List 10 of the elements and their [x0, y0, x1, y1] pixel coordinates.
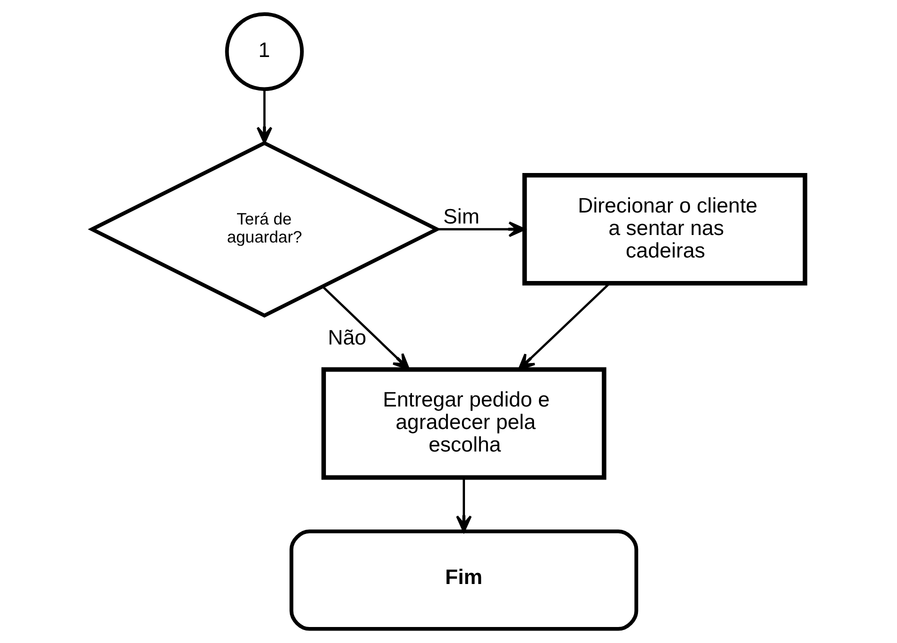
arrow — [256, 89, 272, 144]
edge-label: Sim — [443, 206, 480, 229]
node-box: Fim — [290, 530, 638, 631]
arrow — [322, 286, 410, 370]
node-circle: 1 — [225, 12, 304, 91]
node-box: Entregar pedido e agradecer pela escolha — [321, 367, 606, 480]
node-box: Direcionar o cliente a sentar nas cadeiras — [522, 173, 808, 286]
arrow — [437, 221, 526, 238]
arrow — [456, 478, 472, 532]
edge-label: Não — [328, 326, 366, 350]
